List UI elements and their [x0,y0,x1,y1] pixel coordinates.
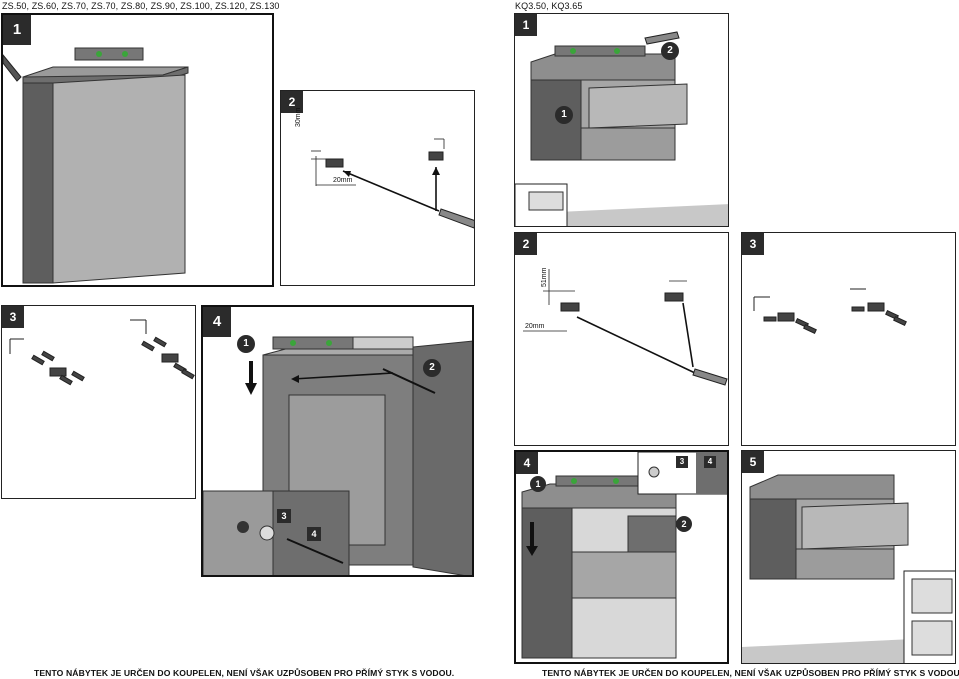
drilling-marks-illustration [523,269,728,386]
model-list-left: ZS.50, ZS.60, ZS.70, ZS.70, ZS.80, ZS.90… [2,1,280,11]
badge-2: 2 [676,516,692,532]
finished-cabinet-illustration [742,474,955,663]
badge-3: 3 [277,509,291,523]
step-number: 4 [516,452,538,474]
plugs-screws-illustration [9,319,195,386]
horizontal-dimension: 20mm [525,323,545,330]
step-number: 2 [281,91,303,113]
vertical-dimension: 51mm [541,267,548,287]
right-step4-panel: 4 1 2 3 4 [514,450,729,664]
step-number: 4 [203,307,231,337]
badge-1: 1 [555,106,573,124]
right-step1-panel: 1 1 2 [514,13,729,227]
level-bubble-icon [96,51,102,57]
footer-warning-left: TENTO NÁBYTEK JE URČEN DO KOUPELEN, NENÍ… [34,668,455,678]
drilling-marks-illustration [311,138,474,229]
footer-warning-right: TENTO NÁBYTEK JE URČEN DO KOUPELEN, NENÍ… [542,668,959,678]
level-bubble-icon [326,340,332,346]
badge-3: 3 [676,456,688,468]
badge-4: 4 [704,456,716,468]
badge-2: 2 [661,42,679,60]
cabinet-hanging-illustration [203,336,472,575]
left-step4-panel: 4 1 2 3 4 [201,305,474,577]
step-number: 5 [742,451,764,473]
badge-2: 2 [423,359,441,377]
model-list-right: KQ3.50, KQ3.65 [515,1,583,11]
badge-1: 1 [530,476,546,492]
left-step3-panel: 3 [1,305,196,499]
badge-1: 1 [237,335,255,353]
badge-4: 4 [307,527,321,541]
step-number: 2 [515,233,537,255]
left-step2-panel: 2 30mm 20mm [280,90,475,286]
right-step5-panel: 5 [741,450,956,664]
step-number: 3 [742,233,764,255]
step-number: 3 [2,306,24,328]
left-step1-panel: 1 [1,13,274,287]
horizontal-dimension: 20mm [333,177,353,184]
cabinet-level-illustration [3,47,189,284]
drawer-cabinet-illustration [515,31,728,226]
right-step3-panel: 3 [741,232,956,446]
step-number: 1 [515,14,537,36]
plugs-screws-illustration [753,288,907,335]
vertical-dimension: 30mm [295,107,302,127]
hanging-drawer-cabinet-illustration [521,452,727,659]
level-bubble-icon [122,51,128,57]
step-number: 1 [3,15,31,45]
level-bubble-icon [290,340,296,346]
right-step2-panel: 2 51mm 20mm [514,232,729,446]
